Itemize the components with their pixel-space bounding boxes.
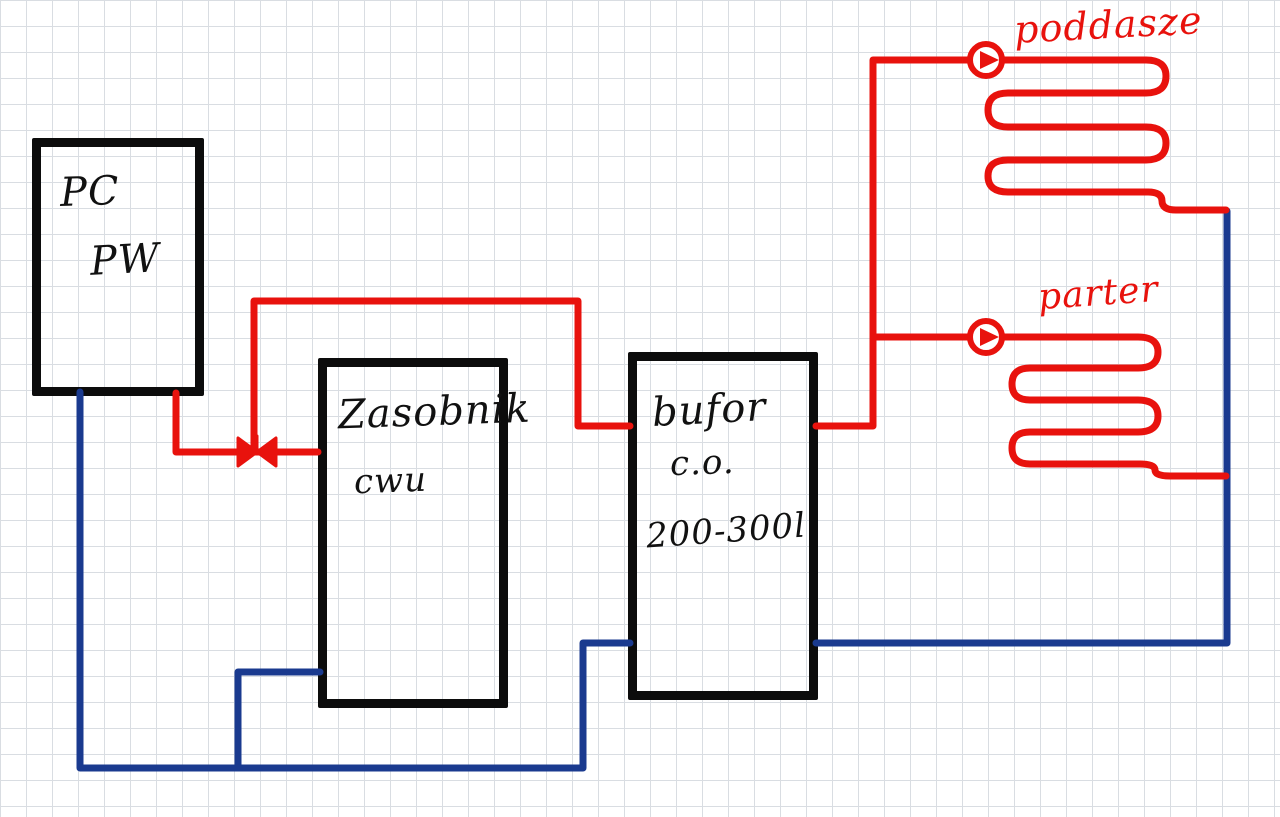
supply-pipe-pc-to-dhw xyxy=(172,389,322,456)
supply-pipe-buffer-to-manifold xyxy=(812,56,973,430)
pump-icon-attic xyxy=(967,41,1005,79)
floor-coil-ground xyxy=(998,333,1230,480)
dhw-tank-label-line1: Zasobnik xyxy=(337,385,532,439)
buffer-tank-label-line3: 200-300l xyxy=(644,505,808,557)
pump-icon-ground xyxy=(967,318,1005,356)
buffer-tank-label-line1: bufor xyxy=(650,384,768,436)
attic-loop-label: poddasze xyxy=(1012,0,1204,52)
heat-pump-label-line1: PC xyxy=(59,167,121,217)
buffer-tank-label-line2: c.o. xyxy=(669,441,736,485)
return-pipe-dhw xyxy=(234,668,324,772)
three-way-valve-icon xyxy=(236,434,278,468)
return-pipe-right xyxy=(812,207,1231,647)
ground-floor-loop-label: parter xyxy=(1036,268,1160,319)
floor-coil-attic xyxy=(984,56,1230,214)
dhw-tank-label-line2: cwu xyxy=(353,459,428,503)
heat-pump-label-line2: PW xyxy=(88,235,162,285)
